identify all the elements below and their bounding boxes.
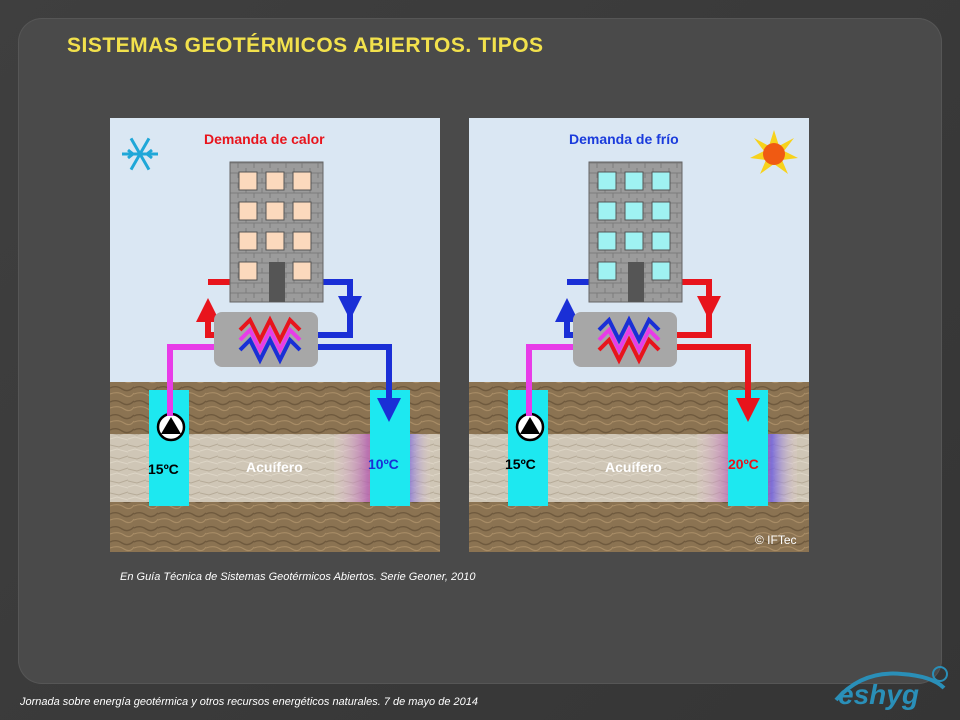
- right-panel: Demanda de frío 15ºC Acuífero 20ºC © IFT…: [469, 118, 809, 552]
- snowflake-icon: [122, 137, 158, 171]
- eshyg-logo: eshyg: [832, 660, 950, 716]
- slide-title: SISTEMAS GEOTÉRMICOS ABIERTOS. TIPOS: [67, 34, 544, 57]
- geothermal-diagram: Demanda de calor 15ºC Acuífero 10ºC: [110, 118, 809, 552]
- logo-text: eshyg: [838, 679, 919, 710]
- left-well-left-temp: 15ºC: [148, 461, 179, 477]
- right-hot-loop: [677, 279, 721, 320]
- left-well-right-temp: 10ºC: [368, 456, 399, 472]
- right-aquifer-label: Acuífero: [605, 459, 662, 475]
- right-building-windows: [597, 171, 671, 281]
- right-well-right-temp: 20ºC: [728, 456, 759, 472]
- left-return-pipe: [310, 344, 401, 422]
- copyright-label: © IFTec: [755, 533, 797, 547]
- figure-source-caption: En Guía Técnica de Sistemas Geotérmicos …: [120, 571, 476, 583]
- right-return-pipe: [669, 344, 760, 422]
- left-building-windows: [238, 171, 312, 281]
- sun-icon: [750, 130, 798, 174]
- right-soil-bottom: [469, 502, 809, 552]
- slide-footer: Jornada sobre energía geotérmica y otros…: [20, 696, 478, 708]
- left-aquifer-label: Acuífero: [246, 459, 303, 475]
- left-soil-bottom: [110, 502, 440, 552]
- left-cold-loop: [318, 279, 362, 320]
- left-panel-heading: Demanda de calor: [204, 131, 325, 147]
- right-well-left-temp: 15ºC: [505, 456, 536, 472]
- left-building-door: [269, 262, 285, 302]
- left-panel: Demanda de calor 15ºC Acuífero 10ºC: [110, 118, 440, 552]
- right-building-door: [628, 262, 644, 302]
- right-panel-heading: Demanda de frío: [569, 131, 679, 147]
